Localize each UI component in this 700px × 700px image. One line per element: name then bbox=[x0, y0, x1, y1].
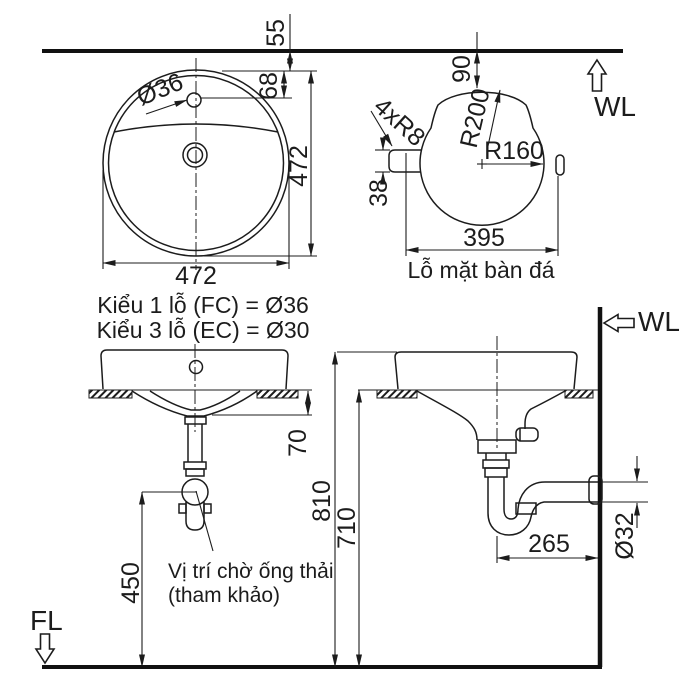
front-view: Vị trí chờ ống thải (tham khảo) 70 450 F… bbox=[30, 344, 334, 668]
wl-label-side: WL bbox=[638, 306, 680, 337]
wl-left-arrow-icon bbox=[602, 313, 635, 333]
cutout-outline bbox=[419, 91, 545, 227]
dim-70-label: 70 bbox=[284, 429, 312, 457]
dim-32-label: Ø32 bbox=[611, 512, 639, 559]
pipe-coupling-side-2 bbox=[484, 467, 508, 478]
pipe-coupling-1 bbox=[183, 461, 207, 470]
bowl-profile-right bbox=[524, 390, 566, 429]
dim-90-label: 90 bbox=[448, 55, 476, 83]
wl-up-arrow-icon bbox=[586, 58, 608, 92]
fl-label: FL bbox=[30, 605, 63, 636]
hole-config-note-2: Kiểu 3 lỗ (EC) = Ø30 bbox=[97, 317, 310, 343]
bowl-profile-left bbox=[416, 390, 478, 441]
dim-710-label: 710 bbox=[333, 507, 361, 549]
drain-outlet-front bbox=[185, 502, 205, 531]
dim-55-label: 55 bbox=[262, 19, 290, 47]
counter-section-side-left bbox=[376, 389, 418, 399]
p-trap-outer bbox=[487, 490, 598, 536]
r200-leader bbox=[487, 89, 501, 147]
dim-810-label: 810 bbox=[308, 480, 336, 522]
counter-section-right bbox=[256, 389, 299, 399]
dim-472h-label: 472 bbox=[175, 262, 217, 290]
cutout-caption: Lỗ mặt bàn đá bbox=[407, 257, 554, 283]
faucet-hole bbox=[186, 92, 202, 108]
r8-leader bbox=[370, 110, 393, 147]
side-view: WL Ø32 265 810 710 bbox=[308, 306, 680, 668]
faucet-leader-line bbox=[145, 99, 188, 115]
trap-slip-nut bbox=[515, 502, 537, 515]
wall-flange bbox=[588, 475, 603, 505]
drain-note-line-1: Vị trí chờ ống thải bbox=[168, 560, 334, 583]
faucet-hole-front bbox=[188, 359, 204, 375]
drain-note-leader bbox=[195, 490, 214, 552]
wl-label-top: WL bbox=[594, 91, 636, 122]
dim-38-label: 38 bbox=[365, 179, 393, 207]
dim-265-label: 265 bbox=[528, 530, 570, 558]
top-view: 55 68 472 472 Ø36 Kiểu 1 lỗ (FC) = Ø36 K… bbox=[97, 14, 317, 343]
drain-hole-outer bbox=[182, 142, 208, 168]
r160-label: R160 bbox=[484, 137, 544, 165]
dim-395-label: 395 bbox=[463, 224, 505, 252]
bowl-outer-front bbox=[131, 390, 258, 417]
dim-450-label: 450 bbox=[117, 562, 145, 604]
counter-section-left bbox=[88, 389, 133, 399]
basin-deck-edge bbox=[113, 123, 279, 133]
overflow-nub bbox=[515, 427, 539, 442]
p-trap-inner bbox=[503, 481, 598, 520]
pipe-coupling-side-1 bbox=[482, 459, 510, 469]
dim-472v-label: 472 bbox=[285, 145, 313, 187]
drain-note-line-2: (tham khảo) bbox=[168, 584, 280, 607]
faucet-hole-label: Ø36 bbox=[133, 68, 187, 112]
dim-68-label: 68 bbox=[255, 72, 283, 100]
drain-fitting-side bbox=[477, 439, 517, 454]
cutout-view: 90 R200 R160 4xR8 38 395 Lỗ mặt bàn đá W… bbox=[365, 32, 636, 283]
drain-hole-inner bbox=[186, 146, 204, 164]
outlet-tab-left bbox=[178, 503, 187, 514]
sink-rim-side bbox=[394, 351, 578, 390]
cutout-side-slot bbox=[555, 154, 565, 176]
fl-down-arrow-icon bbox=[34, 633, 56, 665]
hole-config-note-1: Kiểu 1 lỗ (FC) = Ø36 bbox=[97, 292, 309, 318]
drain-flange-front bbox=[184, 416, 207, 425]
bowl-inner-front bbox=[149, 390, 241, 411]
counter-section-side-right bbox=[564, 389, 594, 399]
cutout-tab bbox=[388, 149, 421, 173]
outlet-tab-right bbox=[203, 503, 212, 514]
pipe-coupling-2 bbox=[185, 468, 205, 477]
